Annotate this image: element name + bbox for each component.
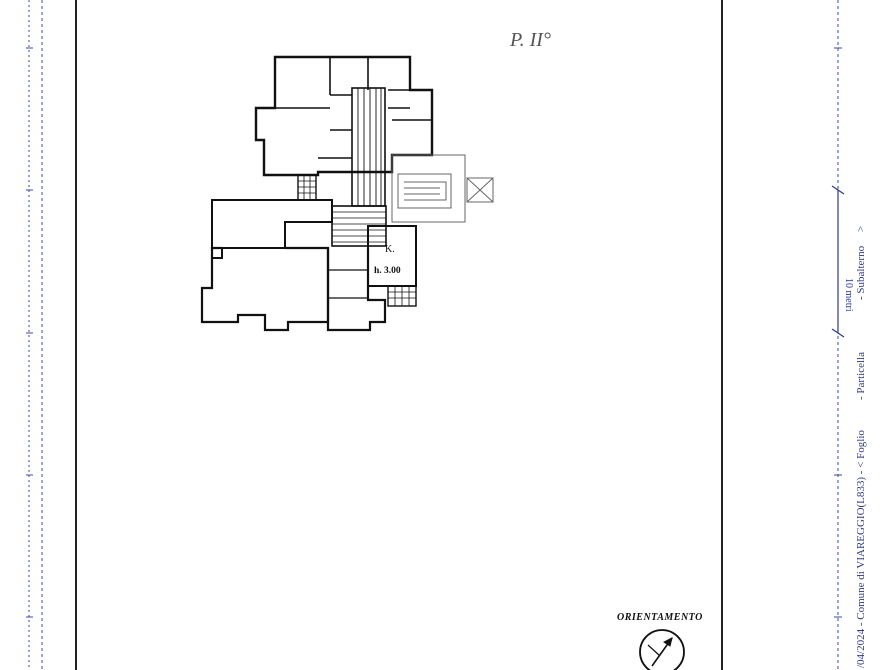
left-margin-guides <box>26 0 43 670</box>
floor-plan <box>200 55 494 332</box>
margin-stamp: /04/2024 - Comune di VIAREGGIO(L833) - <… <box>855 226 867 668</box>
room-height: h. 3.00 <box>374 266 401 276</box>
orientation-label: ORIENTAMENTO <box>617 612 703 623</box>
margin-stamp-particella: - Particella <box>855 352 867 400</box>
scale-bar-label: 10 metri <box>843 278 854 312</box>
room-label: K. <box>385 244 395 255</box>
drawing-frame <box>75 0 723 670</box>
scale-bar <box>831 185 845 338</box>
margin-stamp-subalterno: - Subalterno <box>855 245 867 300</box>
margin-stamp-main: /04/2024 - Comune di VIAREGGIO(L833) - <… <box>855 430 867 668</box>
floor-note: P. II° <box>509 29 551 51</box>
right-margin-guides <box>834 0 842 670</box>
scale-bar-label-group: 10 metri <box>843 278 854 312</box>
orientation-symbol <box>639 629 685 670</box>
margin-stamp-end: > <box>855 226 867 232</box>
